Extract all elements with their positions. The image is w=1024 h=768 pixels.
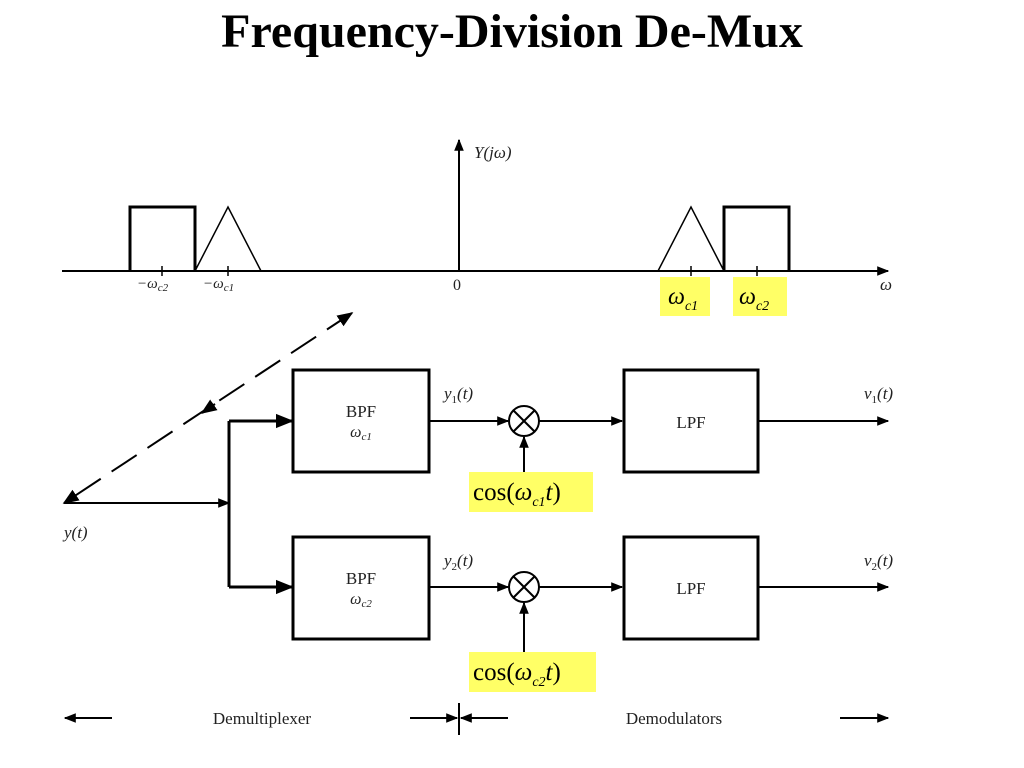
y1-signal-label: y1(t) (442, 384, 473, 406)
dashed-pointer-mid-arrow (200, 399, 218, 414)
y2-signal-label: y2(t) (442, 551, 473, 573)
tick-label-neg-c1: −ωc1 (203, 276, 234, 294)
tick-label-zero: 0 (453, 277, 461, 294)
carrier1-highlight (469, 472, 593, 512)
demod-section-label: Demodulators (626, 709, 722, 728)
section-markers: Demultiplexer Demodulators (63, 703, 890, 735)
v2-signal-label: v2(t) (864, 551, 893, 573)
bpf1-label: BPF (346, 402, 376, 421)
tick-label-neg-c2: −ωc2 (137, 276, 169, 294)
highlight-pos-c2 (733, 277, 787, 316)
carrier2-label: cos(ωc2t) (473, 659, 561, 690)
demux-section-label: Demultiplexer (213, 709, 312, 728)
pos-c2-rect-spectrum (722, 205, 791, 271)
mixer1-multiplier-icon (508, 405, 540, 437)
bpf2-freq-label: ωc2 (350, 591, 372, 610)
neg-c1-triangle-spectrum (194, 205, 262, 272)
magnitude-axis-label: Y(jω) (474, 143, 512, 162)
lpf1-label: LPF (676, 413, 705, 432)
tick-label-pos-c1: ωc1 (668, 284, 698, 314)
neg-c2-rect-spectrum (128, 205, 197, 271)
input-signal-label: y(t) (62, 523, 88, 542)
block-diagram: y(t) BPF ωc1 BPF ωc2 y1(t) y2(t) (62, 368, 893, 692)
carrier1-label: cos(ωc1t) (473, 479, 561, 510)
frequency-axis-label: ω (880, 275, 892, 294)
v1-signal-label: v1(t) (864, 384, 893, 406)
carrier2-highlight (469, 652, 596, 692)
tick-label-pos-c2: ωc2 (739, 284, 769, 314)
pos-c1-triangle-spectrum (657, 205, 725, 272)
lpf2-label: LPF (676, 579, 705, 598)
bpf1-block (291, 368, 431, 474)
page-title: Frequency-Division De-Mux (221, 5, 803, 58)
bpf1-freq-label: ωc1 (350, 424, 372, 443)
bpf2-label: BPF (346, 569, 376, 588)
bpf2-block (291, 535, 431, 641)
mixer2-multiplier-icon (508, 571, 540, 603)
spectrum-plot: Y(jω) ω −ωc2 −ωc1 0 ωc1 ωc2 (62, 138, 892, 316)
highlight-pos-c1 (660, 277, 710, 316)
lpf2-block (622, 535, 760, 641)
